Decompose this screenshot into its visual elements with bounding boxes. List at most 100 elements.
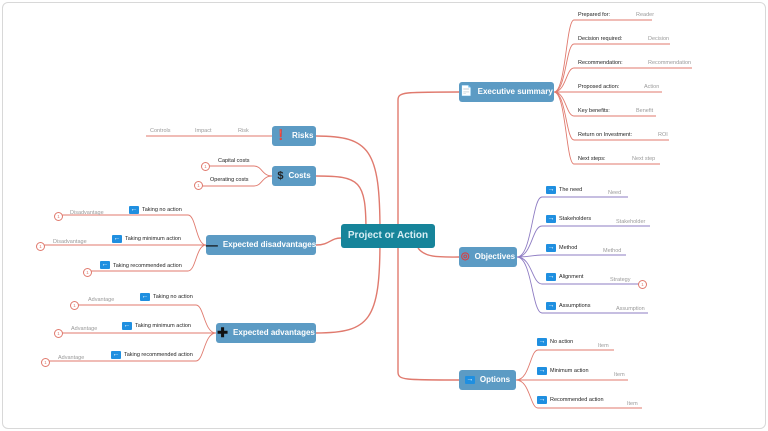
topic-expected-disadvantages[interactable]: — Expected disadvantages (206, 235, 316, 255)
advantage-item-label[interactable]: Taking no action (153, 294, 193, 300)
arrow-right-icon: → (537, 338, 547, 346)
exec-item-value[interactable]: Recommendation (648, 60, 692, 66)
callout-badge[interactable]: 1 (201, 162, 210, 171)
callout-badge[interactable]: 1 (638, 280, 647, 289)
advantage-item-value[interactable]: Advantage (88, 297, 115, 303)
exec-item-label[interactable]: Decision required: (578, 36, 623, 42)
topic-label: Risks (292, 131, 314, 140)
central-topic[interactable]: Project or Action (341, 224, 435, 248)
arrow-right-icon: → (546, 215, 556, 223)
objective-item-value[interactable]: Need (608, 190, 622, 196)
callout-badge[interactable]: 1 (83, 268, 92, 277)
option-item-value[interactable]: Item (614, 372, 625, 378)
exclamation-icon: ❗ (274, 130, 288, 141)
topic-options[interactable]: → Options (459, 370, 516, 390)
arrow-right-icon: → (537, 396, 547, 404)
arrow-right-icon: → (546, 186, 556, 194)
exec-item-label[interactable]: Prepared for: (578, 12, 611, 18)
connector-objectives (417, 247, 460, 258)
option-item-label[interactable]: Recommended action (550, 397, 604, 403)
risk-column-label[interactable]: Impact (195, 128, 212, 134)
arrow-left-icon: ← (129, 206, 139, 214)
arrow-right-icon: → (537, 367, 547, 375)
callout-badge[interactable]: 1 (36, 242, 45, 251)
callout-badge[interactable]: 1 (70, 301, 79, 310)
objective-item-label[interactable]: Alignment (559, 274, 584, 280)
connector-advantages (315, 239, 381, 334)
advantage-item-value[interactable]: Advantage (71, 326, 98, 332)
document-icon: 📄 (460, 86, 473, 97)
option-item-value[interactable]: Item (627, 401, 638, 407)
target-icon: ◎ (460, 251, 470, 262)
callout-badge[interactable]: 1 (54, 212, 63, 221)
cost-item-label[interactable]: Capital costs (218, 158, 250, 164)
arrow-left-icon: ← (122, 322, 132, 330)
arrow-right-icon: → (546, 273, 556, 281)
topic-label: Objectives (474, 252, 516, 261)
topic-costs[interactable]: $ Costs (272, 166, 316, 186)
objective-item-value[interactable]: Stakeholder (616, 219, 646, 225)
topic-label: Expected disadvantages (222, 240, 317, 249)
topic-objectives[interactable]: ◎ Objectives (459, 247, 517, 267)
arrow-right-icon: → (546, 302, 556, 310)
risk-column-label[interactable]: Controls (150, 128, 171, 134)
connector-costs (315, 175, 367, 233)
topic-executive-summary[interactable]: 📄 Executive summary (459, 82, 554, 102)
objective-item-value[interactable]: Strategy (610, 277, 631, 283)
topic-expected-advantages[interactable]: ✚ Expected advantages (216, 323, 316, 343)
exec-item-label[interactable]: Return on Investment: (578, 132, 633, 138)
advantage-item-label[interactable]: Taking recommended action (124, 352, 193, 358)
minus-icon: — (205, 238, 218, 252)
disadvantage-item-label[interactable]: Taking recommended action (113, 263, 182, 269)
option-item-value[interactable]: Item (598, 343, 609, 349)
disadvantage-item-label[interactable]: Taking no action (142, 207, 182, 213)
connector-risks (315, 135, 381, 233)
exec-item-value[interactable]: Benefit (636, 108, 654, 114)
exec-item-value[interactable]: Next step (632, 156, 656, 162)
callout-badge[interactable]: 1 (194, 181, 203, 190)
arrow-right-icon: → (546, 244, 556, 252)
exec-item-label[interactable]: Proposed action: (578, 84, 620, 90)
exec-item-value[interactable]: Action (644, 84, 660, 90)
connector-executive (397, 91, 460, 224)
arrow-left-icon: ← (100, 261, 110, 269)
advantage-item-label[interactable]: Taking minimum action (135, 323, 191, 329)
exec-item-value[interactable]: Decision (648, 36, 670, 42)
topic-label: Options (479, 375, 511, 384)
topic-label: Expected advantages (233, 328, 315, 337)
disadvantage-item-value[interactable]: Disadvantage (53, 239, 87, 245)
exec-item-label[interactable]: Key benefits: (578, 108, 610, 114)
topic-label: Costs (288, 171, 311, 180)
exec-item-value[interactable]: ROI (658, 132, 668, 138)
option-item-label[interactable]: No action (550, 339, 574, 345)
arrow-right-icon: → (464, 376, 475, 384)
objective-item-label[interactable]: Assumptions (559, 303, 591, 309)
plus-icon: ✚ (217, 325, 229, 340)
option-item-label[interactable]: Minimum action (550, 368, 589, 374)
exec-item-value[interactable]: Reader (636, 12, 655, 18)
callout-badge[interactable]: 1 (54, 329, 63, 338)
dollar-icon: $ (277, 170, 284, 182)
advantage-item-value[interactable]: Advantage (58, 355, 85, 361)
topic-label: Executive summary (477, 87, 553, 96)
objective-item-label[interactable]: The need (559, 187, 583, 193)
arrow-left-icon: ← (112, 235, 122, 243)
disadvantage-item-value[interactable]: Disadvantage (70, 210, 104, 216)
exec-item-label[interactable]: Next steps: (578, 156, 606, 162)
callout-badge[interactable]: 1 (41, 358, 50, 367)
exec-item-label[interactable]: Recommendation: (578, 60, 623, 66)
topic-risks[interactable]: ❗ Risks (272, 126, 316, 146)
connector-disadvantages (315, 237, 342, 246)
objective-item-label[interactable]: Method (559, 245, 578, 251)
arrow-left-icon: ← (111, 351, 121, 359)
risk-column-label[interactable]: Risk (238, 128, 249, 134)
arrow-left-icon: ← (140, 293, 150, 301)
objective-item-label[interactable]: Stakeholders (559, 216, 592, 222)
connector-options (397, 248, 460, 381)
objective-item-value[interactable]: Method (603, 248, 622, 254)
cost-item-label[interactable]: Operating costs (210, 177, 249, 183)
objective-item-value[interactable]: Assumption (616, 306, 645, 312)
disadvantage-item-label[interactable]: Taking minimum action (125, 236, 181, 242)
